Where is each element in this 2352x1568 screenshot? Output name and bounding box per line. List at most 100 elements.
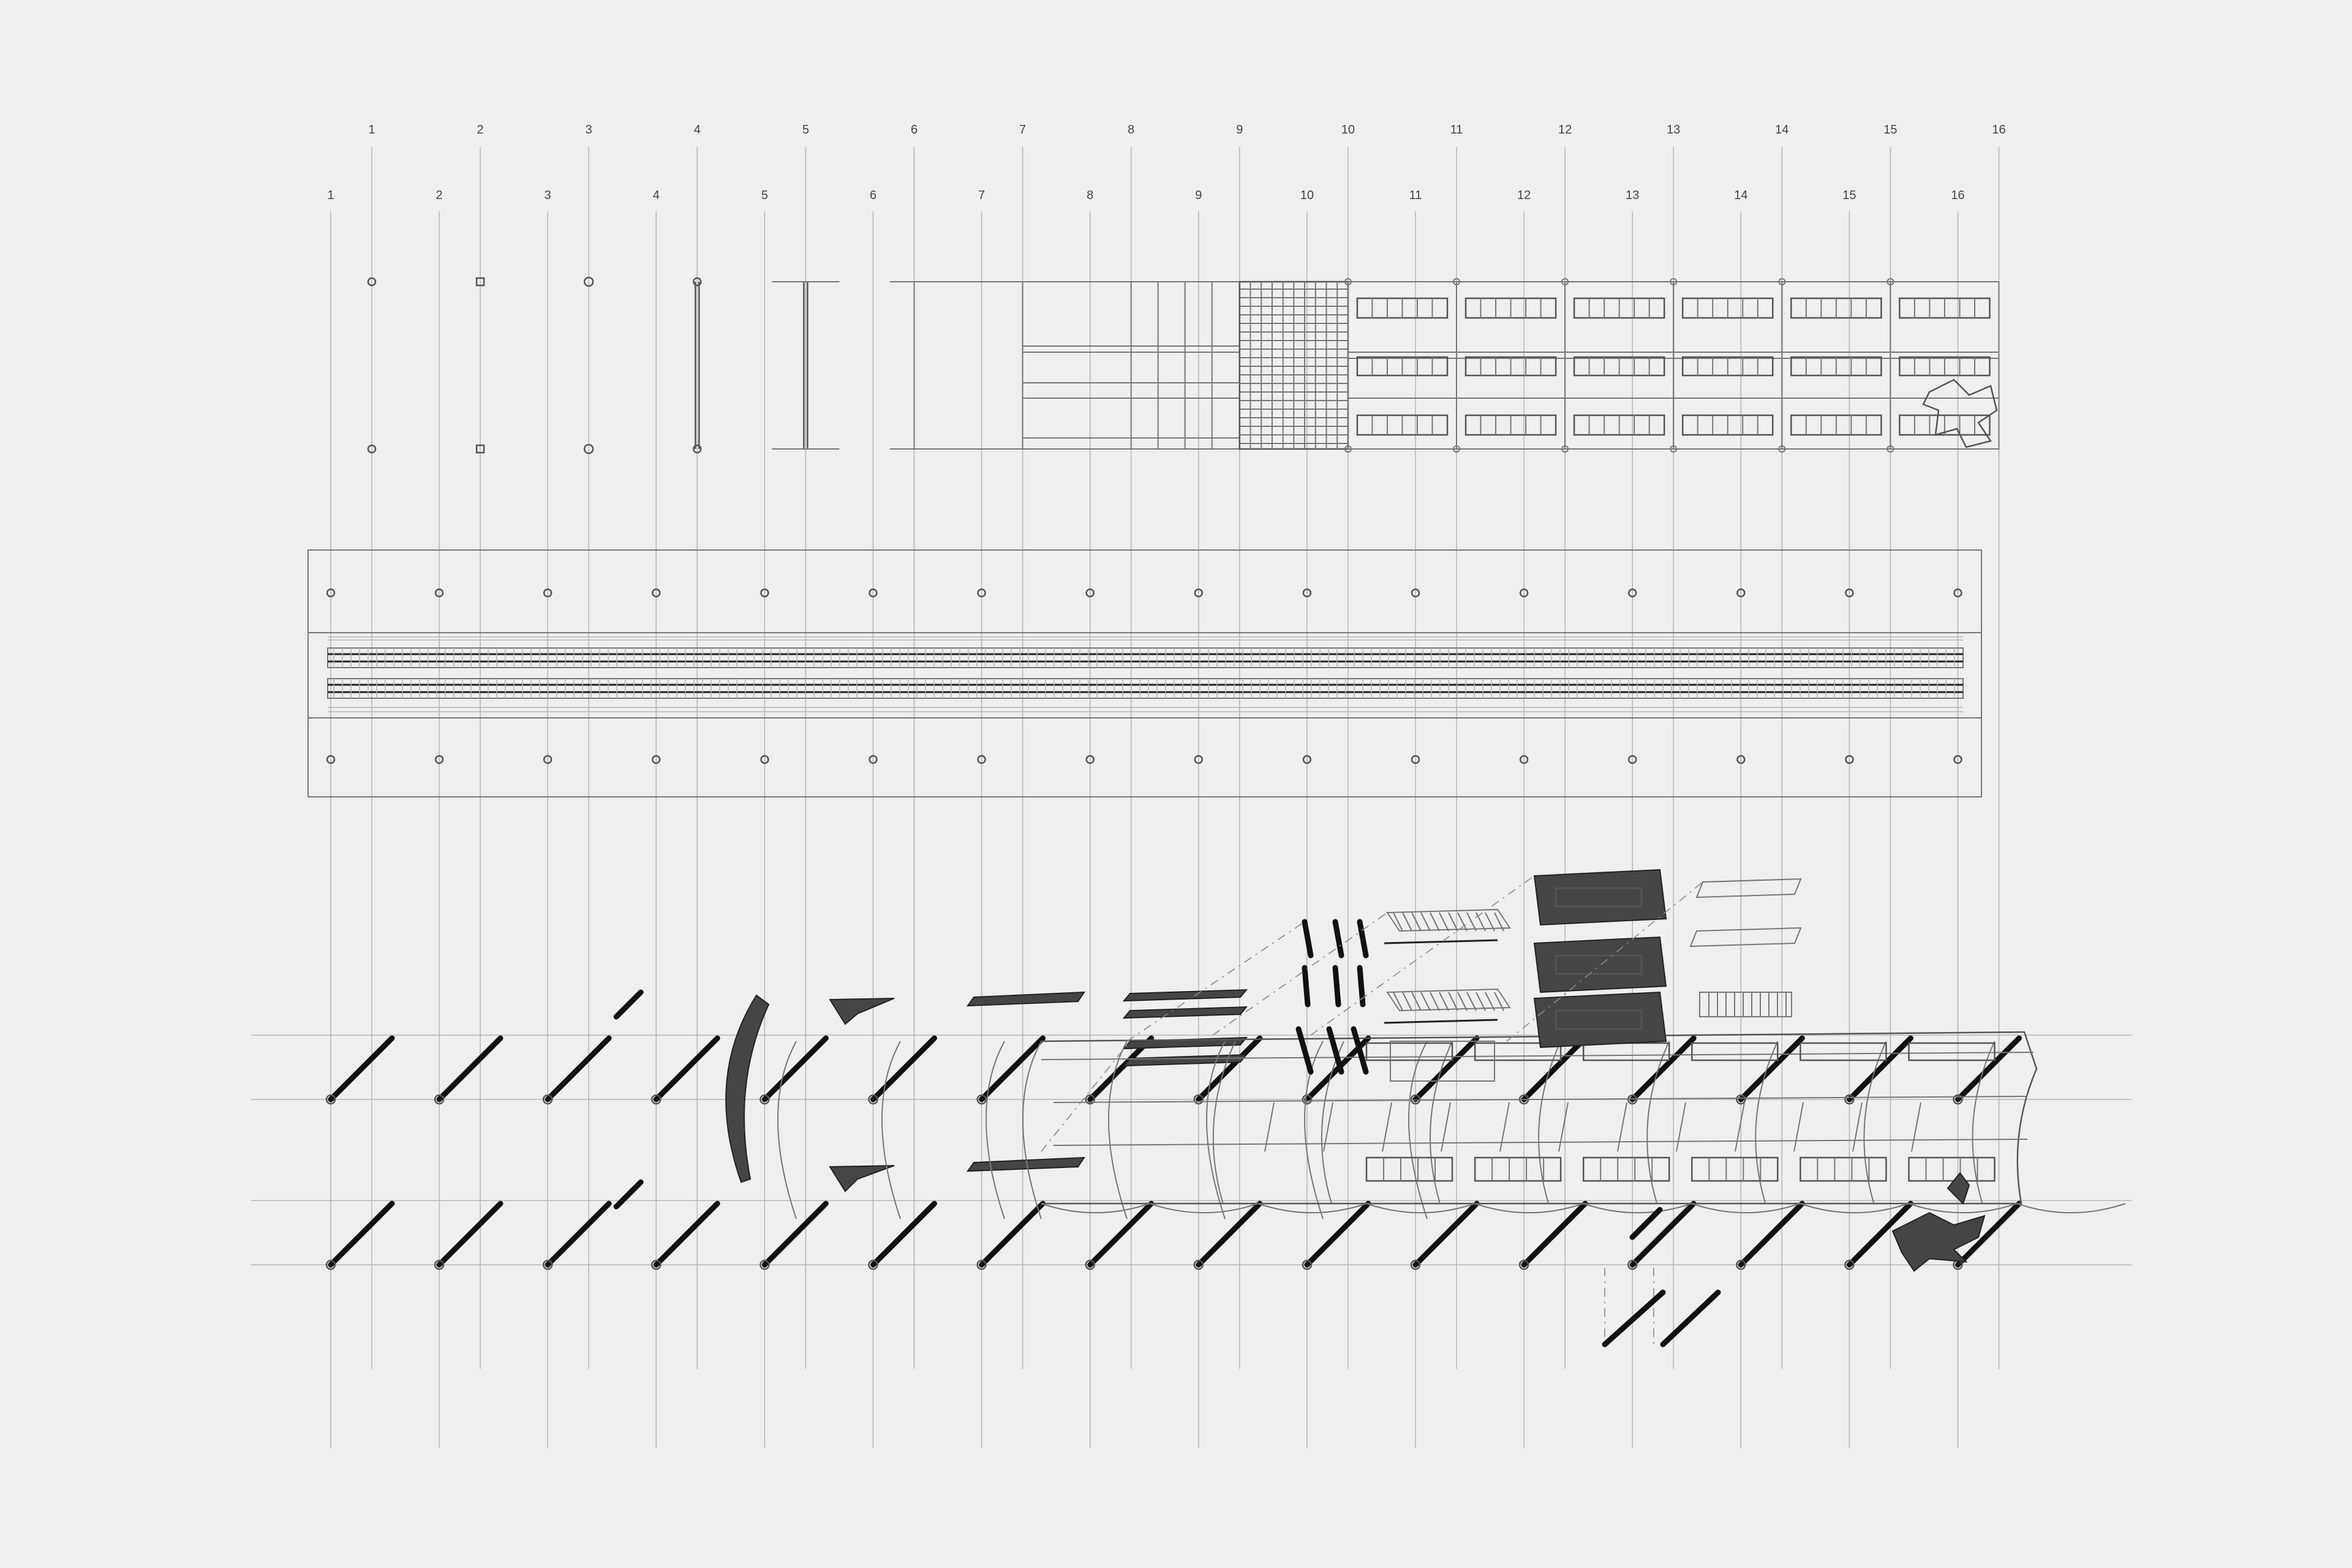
grid-label-b: 6	[870, 189, 876, 202]
vault-post	[1264, 1102, 1275, 1152]
grid-label-a: 11	[1450, 123, 1463, 137]
column-point	[543, 588, 552, 598]
column-base	[434, 1094, 445, 1105]
rafter-piece	[1302, 919, 1314, 959]
grid-label-b: 3	[545, 189, 551, 202]
vault-line	[1041, 1052, 2034, 1060]
column-point	[1194, 588, 1204, 598]
grid-layer-line	[1420, 912, 1431, 932]
grid-label-b: 15	[1842, 189, 1856, 202]
vault-rib	[1755, 1041, 1779, 1204]
vault-rib	[1646, 1041, 1670, 1204]
vault-post	[1382, 1102, 1392, 1152]
side-window	[1582, 1156, 1670, 1182]
column-base	[542, 1094, 553, 1105]
grid-label-b: 2	[436, 189, 443, 202]
column-point	[1302, 755, 1312, 764]
column-bar	[1521, 1035, 1588, 1102]
grid-layer-line	[1411, 912, 1422, 932]
grid-layer-line	[1457, 912, 1468, 932]
grid-layer-line	[1466, 912, 1477, 932]
column-base	[1193, 1259, 1204, 1270]
column-base	[1085, 1094, 1095, 1105]
column-point	[1887, 278, 1894, 285]
column-point	[869, 755, 878, 764]
column-point	[326, 588, 336, 598]
side-window	[1474, 1156, 1562, 1182]
vault-line	[1053, 1139, 2028, 1146]
column-point	[1519, 588, 1529, 598]
column-point	[1953, 588, 1962, 598]
grid-label-b: 16	[1951, 189, 1964, 202]
projection-line	[1506, 881, 1703, 1042]
grid-label-a: 7	[1019, 123, 1026, 137]
column-bar	[545, 1035, 612, 1102]
column-bar	[545, 1200, 612, 1268]
rafter-piece	[1357, 919, 1369, 959]
column-point	[434, 588, 444, 598]
column-bar	[436, 1200, 503, 1268]
clerestory-window	[1474, 1042, 1562, 1061]
grid-layer-line	[1485, 992, 1495, 1011]
grid-layer-edge	[1384, 939, 1498, 944]
grid-label-b: 9	[1195, 189, 1202, 202]
grid-layer-line	[1411, 992, 1422, 1011]
side-window	[1908, 1156, 1996, 1182]
column-base	[542, 1259, 553, 1270]
vault-post	[1793, 1102, 1804, 1152]
column-base	[434, 1259, 445, 1270]
projection-line	[1212, 912, 1388, 1036]
column-bar	[1304, 1200, 1371, 1268]
column-point	[652, 755, 661, 764]
column-point	[1670, 445, 1678, 453]
column-base	[760, 1259, 770, 1270]
grid-label-b: 10	[1300, 189, 1314, 202]
column-base	[976, 1259, 987, 1270]
column-point	[1736, 755, 1746, 764]
clerestory-window	[1691, 1042, 1779, 1061]
vault-rib	[1863, 1041, 1887, 1204]
column-point	[1845, 755, 1854, 764]
grid-label-a: 4	[694, 123, 701, 137]
column-bar	[979, 1200, 1046, 1268]
column-base	[1953, 1094, 1963, 1105]
vault-scallop	[1041, 1202, 2126, 1213]
grid-layer-line	[1494, 992, 1504, 1011]
column-point	[1411, 755, 1420, 764]
column-bar	[870, 1200, 937, 1268]
vault-post	[1735, 1102, 1745, 1152]
side-window	[1691, 1156, 1779, 1182]
column-base	[1410, 1094, 1421, 1105]
column-point	[583, 276, 594, 287]
grid-layer-edge	[1384, 1019, 1498, 1024]
column-point	[1778, 445, 1786, 453]
solid-frame	[1533, 991, 1667, 1049]
column-base	[1844, 1259, 1855, 1270]
column-point	[1561, 445, 1569, 453]
arch-frame	[986, 1041, 1005, 1219]
vault-post	[1499, 1102, 1510, 1152]
column-point	[1453, 278, 1460, 285]
tree-icon	[1947, 1172, 1970, 1205]
bracket	[829, 998, 895, 1025]
grid-label-b: 8	[1087, 189, 1093, 202]
column-bar	[653, 1035, 720, 1102]
column-point	[693, 444, 702, 454]
vault-post	[1441, 1102, 1451, 1152]
column-bar	[1629, 1200, 1697, 1268]
column-point	[1627, 588, 1637, 598]
purlin-slab	[1122, 1054, 1248, 1067]
vault-outline	[1041, 1031, 2038, 1205]
platform-outline	[307, 549, 1982, 797]
column-base	[651, 1259, 662, 1270]
arch-rib	[725, 994, 770, 1183]
column-bar	[328, 1200, 395, 1268]
grid-label-a: 12	[1558, 123, 1572, 137]
column-point	[977, 588, 986, 598]
column-bar	[1087, 1200, 1155, 1268]
projection-line	[1310, 875, 1535, 1036]
rafter-piece	[1351, 1026, 1369, 1075]
column-base	[1193, 1094, 1204, 1105]
grid-label-b: 5	[761, 189, 768, 202]
grid-label-b: 1	[327, 189, 334, 202]
